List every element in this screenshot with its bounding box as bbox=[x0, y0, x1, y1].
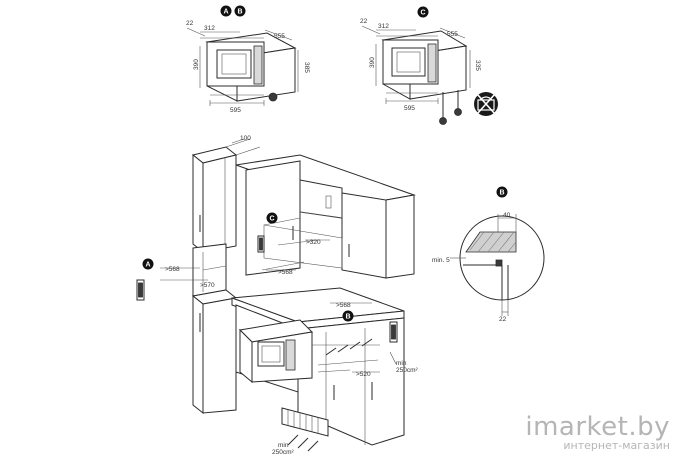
dim-c-width-top: 555 bbox=[447, 31, 458, 38]
dim-a-width: >568 bbox=[165, 266, 180, 273]
dim-b-depth: >520 bbox=[356, 371, 371, 378]
badge-b-top: B bbox=[234, 5, 246, 17]
dim-c-side: 312 bbox=[378, 23, 389, 30]
watermark-brand: imarket.by bbox=[525, 412, 670, 442]
badge-c-top: C bbox=[417, 6, 429, 18]
dim-c-width: >568 bbox=[278, 269, 293, 276]
dim-ab-height-right: 385 bbox=[303, 62, 310, 73]
dim-c-depth-top: 22 bbox=[360, 18, 368, 25]
dim-ab-height-left: 390 bbox=[193, 59, 200, 70]
vent-bottom-line2: 250cm² bbox=[272, 449, 295, 456]
watermark: imarket.by интернет-магазин bbox=[525, 414, 670, 452]
dim-c-width-bottom: 595 bbox=[404, 105, 415, 112]
dim-c-depth: >320 bbox=[306, 239, 321, 246]
no-cleaning-icon bbox=[474, 92, 498, 116]
svg-text:B: B bbox=[237, 9, 242, 16]
vent-right-line1: min bbox=[396, 360, 407, 367]
vent-bottom-line1: min bbox=[278, 442, 289, 449]
oven-ab-drawing bbox=[186, 27, 299, 106]
svg-text:C: C bbox=[269, 216, 274, 223]
vent-right-line2: 250cm² bbox=[396, 367, 419, 374]
dim-ab-width-top: 555 bbox=[274, 33, 285, 40]
detail-b-drawing bbox=[450, 214, 545, 316]
oven-c-drawing bbox=[361, 25, 471, 125]
dim-detail-min-gap: min. 5 bbox=[432, 257, 450, 264]
dim-kitchen-top-depth: 100 bbox=[240, 135, 251, 142]
svg-text:B: B bbox=[499, 190, 504, 197]
badge-a-kitchen: A bbox=[142, 258, 154, 270]
dim-ab-depth-top: 22 bbox=[186, 20, 194, 27]
dim-c-height-right: 335 bbox=[474, 60, 481, 71]
dim-detail-top: 40 bbox=[503, 212, 511, 219]
kitchen-drawing bbox=[136, 138, 416, 452]
dim-detail-bottom: 22 bbox=[499, 316, 507, 323]
dim-ab-width-bottom: 595 bbox=[230, 107, 241, 114]
badge-b-detail: B bbox=[496, 186, 508, 198]
badge-a-top: A bbox=[220, 5, 232, 17]
dim-c-height-left: 390 bbox=[369, 57, 376, 68]
badge-b-kitchen: B bbox=[342, 310, 354, 322]
dim-ab-side: 312 bbox=[204, 25, 215, 32]
svg-text:A: A bbox=[145, 262, 150, 269]
svg-text:B: B bbox=[345, 314, 350, 321]
svg-text:A: A bbox=[223, 9, 228, 16]
svg-text:C: C bbox=[420, 10, 425, 17]
badge-c-kitchen: C bbox=[266, 212, 278, 224]
watermark-tagline: интернет-магазин bbox=[563, 439, 670, 452]
dim-a-depth: >570 bbox=[200, 282, 215, 289]
dim-b-width: >568 bbox=[336, 302, 351, 309]
